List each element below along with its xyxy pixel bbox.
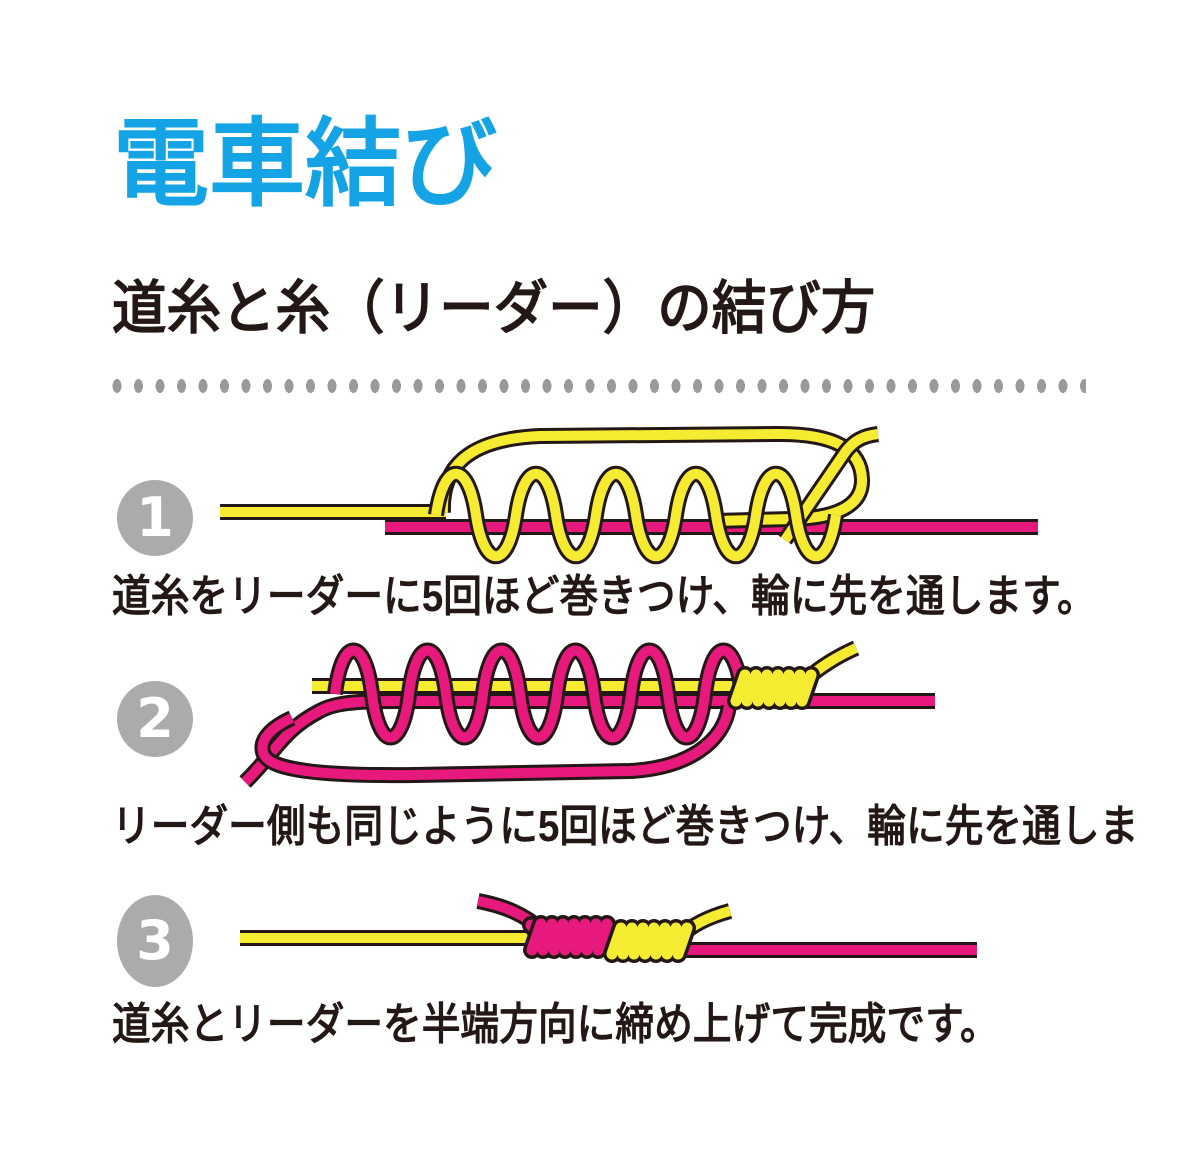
step-3-number-badge: 3 xyxy=(117,895,193,987)
step-1-knot-diagram-icon xyxy=(210,425,1040,575)
step-1-caption: 道糸をリーダーに5回ほど巻きつけ、輪に先を通します。 xyxy=(112,572,1096,621)
tightened-knot-yellow xyxy=(736,675,811,701)
open-loop-bottom-pink xyxy=(262,706,729,775)
dotted-divider xyxy=(112,378,1086,394)
step-2-knot-diagram-icon xyxy=(230,628,940,808)
step-3-caption: 道糸とリーダーを半端方向に締め上げて完成です。 xyxy=(112,1000,999,1049)
page-subtitle: 道糸と糸（リーダー）の結び方 xyxy=(112,276,876,341)
tightened-knot-yellow xyxy=(612,928,687,954)
tightened-knot-pink xyxy=(532,924,607,950)
step-2-caption: リーダー側も同じように5回ほど巻きつけ、輪に先を通しま xyxy=(112,802,1139,851)
step-2-number-badge: 2 xyxy=(117,681,193,757)
step-3-number: 3 xyxy=(136,909,174,972)
step-2-number: 2 xyxy=(136,687,174,750)
step-1-number-badge: 1 xyxy=(117,480,193,556)
page-title: 電車結び xyxy=(113,111,497,218)
step-1-number: 1 xyxy=(136,486,174,549)
step-3-knot-diagram-icon xyxy=(230,878,990,988)
